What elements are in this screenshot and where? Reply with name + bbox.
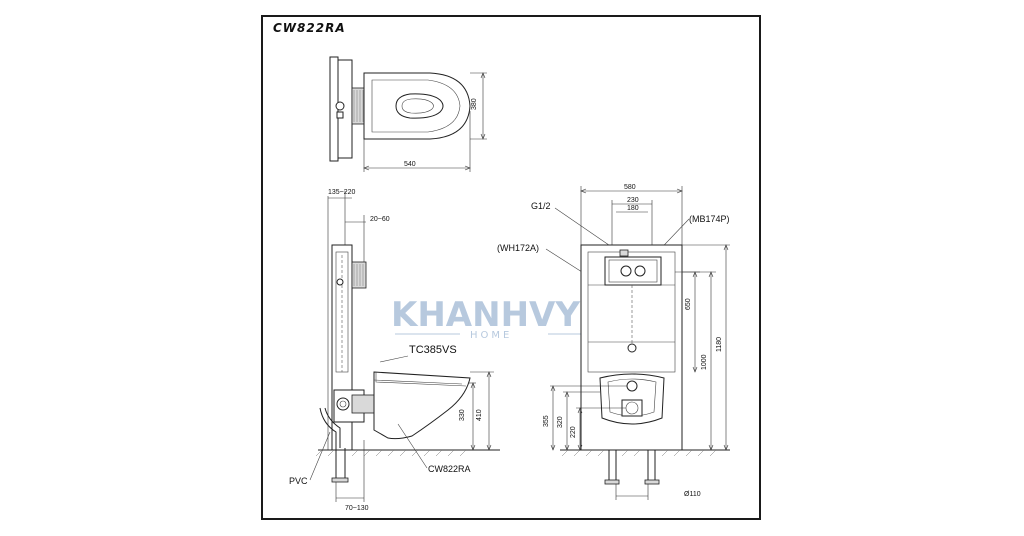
- dim-320: 320: [557, 416, 564, 428]
- dim-180: 180: [627, 205, 639, 212]
- label-mb174p: (MB174P): [689, 214, 730, 224]
- dim-110: Ø110: [684, 491, 701, 498]
- watermark-brand: KHANHVY: [391, 295, 580, 335]
- dim-220: 220: [570, 426, 577, 438]
- dim-230: 230: [627, 197, 639, 204]
- top-view: 380 540: [329, 56, 487, 172]
- dim-650: 650: [685, 298, 692, 310]
- watermark-sub: HOME: [470, 330, 512, 341]
- dim-1000: 1000: [701, 354, 708, 370]
- label-cw822ra: CW822RA: [428, 464, 471, 474]
- model-title: CW822RA: [273, 21, 346, 35]
- dim-top-width: 540: [404, 161, 416, 168]
- dim-side-bottom: 70~130: [345, 505, 369, 512]
- dim-580: 580: [624, 184, 636, 191]
- dim-355: 355: [543, 415, 550, 427]
- label-wh172a: (WH172A): [497, 243, 539, 253]
- dim-330: 330: [459, 409, 466, 421]
- side-view: 135~220 20~60: [289, 189, 500, 512]
- dim-top-depth: 380: [471, 98, 478, 110]
- label-tc385vs: TC385VS: [409, 344, 457, 356]
- dim-410: 410: [476, 409, 483, 421]
- dim-side-top: 135~220: [328, 189, 356, 196]
- dim-side-offset: 20~60: [370, 216, 390, 223]
- dim-1180: 1180: [716, 337, 723, 352]
- front-view: 580 230 180 G1/2 (MB174P) (WH172A): [497, 184, 730, 500]
- label-pvc: PVC: [289, 476, 308, 486]
- label-g12: G1/2: [531, 201, 551, 211]
